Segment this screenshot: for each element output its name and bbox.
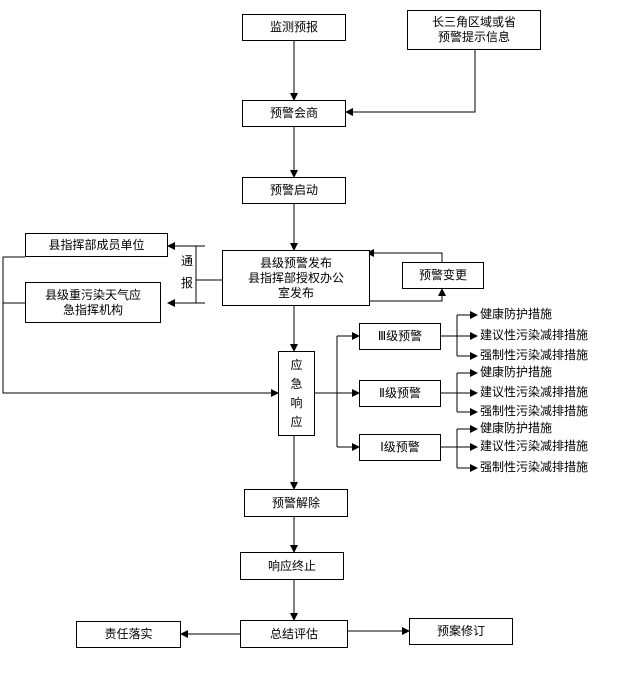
node-level2-label: Ⅱ级预警: [379, 386, 421, 400]
node-start: 预警启动: [242, 177, 346, 204]
level1-health: 健康防护措施: [480, 421, 553, 435]
node-level2: Ⅱ级预警: [359, 380, 441, 407]
arrow-regional-consult: [345, 50, 476, 116]
notify-label: 通 报: [180, 254, 193, 290]
node-regional-info: 长三角区域或省 预警提示信息: [407, 10, 541, 50]
level3-mandatory: 强制性污染减排措施: [480, 348, 589, 362]
node-release-label: 预警解除: [271, 495, 320, 510]
node-terminate: 响应终止: [240, 552, 344, 580]
node-consult: 预警会商: [242, 100, 346, 127]
level3-suggested: 建议性污染减排措施: [480, 328, 589, 342]
level2-suggested: 建议性污染减排措施: [480, 385, 589, 399]
level2-health: 健康防护措施: [480, 365, 553, 379]
level1-mandatory: 强制性污染减排措施: [480, 460, 589, 474]
node-level1: Ⅰ级预警: [359, 434, 441, 461]
node-member-units-label: 县指挥部成员单位: [48, 237, 145, 252]
node-county-release: 县级预警发布 县指挥部授权办公 室发布: [222, 250, 370, 306]
node-summary: 总结评估: [240, 620, 348, 648]
arrow-release-change: [370, 288, 446, 302]
node-monitor-label: 监测预报: [269, 20, 318, 34]
node-accountability: 责任落实: [76, 621, 181, 648]
node-regional-info-label: 长三角区域或省 预警提示信息: [431, 15, 516, 44]
level2-mandatory: 强制性污染减排措施: [480, 404, 589, 418]
node-accountability-label: 责任落实: [104, 627, 153, 641]
node-county-hq-label: 县级重污染天气应 急指挥机构: [44, 287, 141, 317]
node-county-release-label: 县级预警发布 县指挥部授权办公 室发布: [247, 255, 344, 300]
node-change: 预警变更: [402, 262, 484, 289]
node-revision: 预案修订: [409, 618, 513, 645]
node-start-label: 预警启动: [269, 183, 318, 197]
level1-suggested: 建议性污染减排措施: [480, 439, 589, 453]
node-monitor: 监测预报: [242, 14, 346, 41]
node-revision-label: 预案修订: [436, 624, 485, 638]
node-level3-label: Ⅲ级预警: [377, 329, 423, 343]
node-terminate-label: 响应终止: [267, 558, 316, 573]
node-consult-label: 预警会商: [269, 106, 318, 120]
level3-health: 健康防护措施: [480, 307, 553, 321]
node-response-label: 应 急 响 应: [290, 357, 303, 429]
node-response: 应 急 响 应: [278, 351, 315, 436]
arrow-change-release: [366, 249, 443, 262]
node-member-units: 县指挥部成员单位: [25, 233, 168, 257]
node-level3: Ⅲ级预警: [359, 323, 441, 350]
node-change-label: 预警变更: [418, 268, 467, 282]
node-level1-label: Ⅰ级预警: [380, 440, 420, 454]
node-county-hq: 县级重污染天气应 急指挥机构: [25, 282, 161, 323]
node-release: 预警解除: [244, 489, 348, 517]
node-summary-label: 总结评估: [269, 626, 318, 641]
